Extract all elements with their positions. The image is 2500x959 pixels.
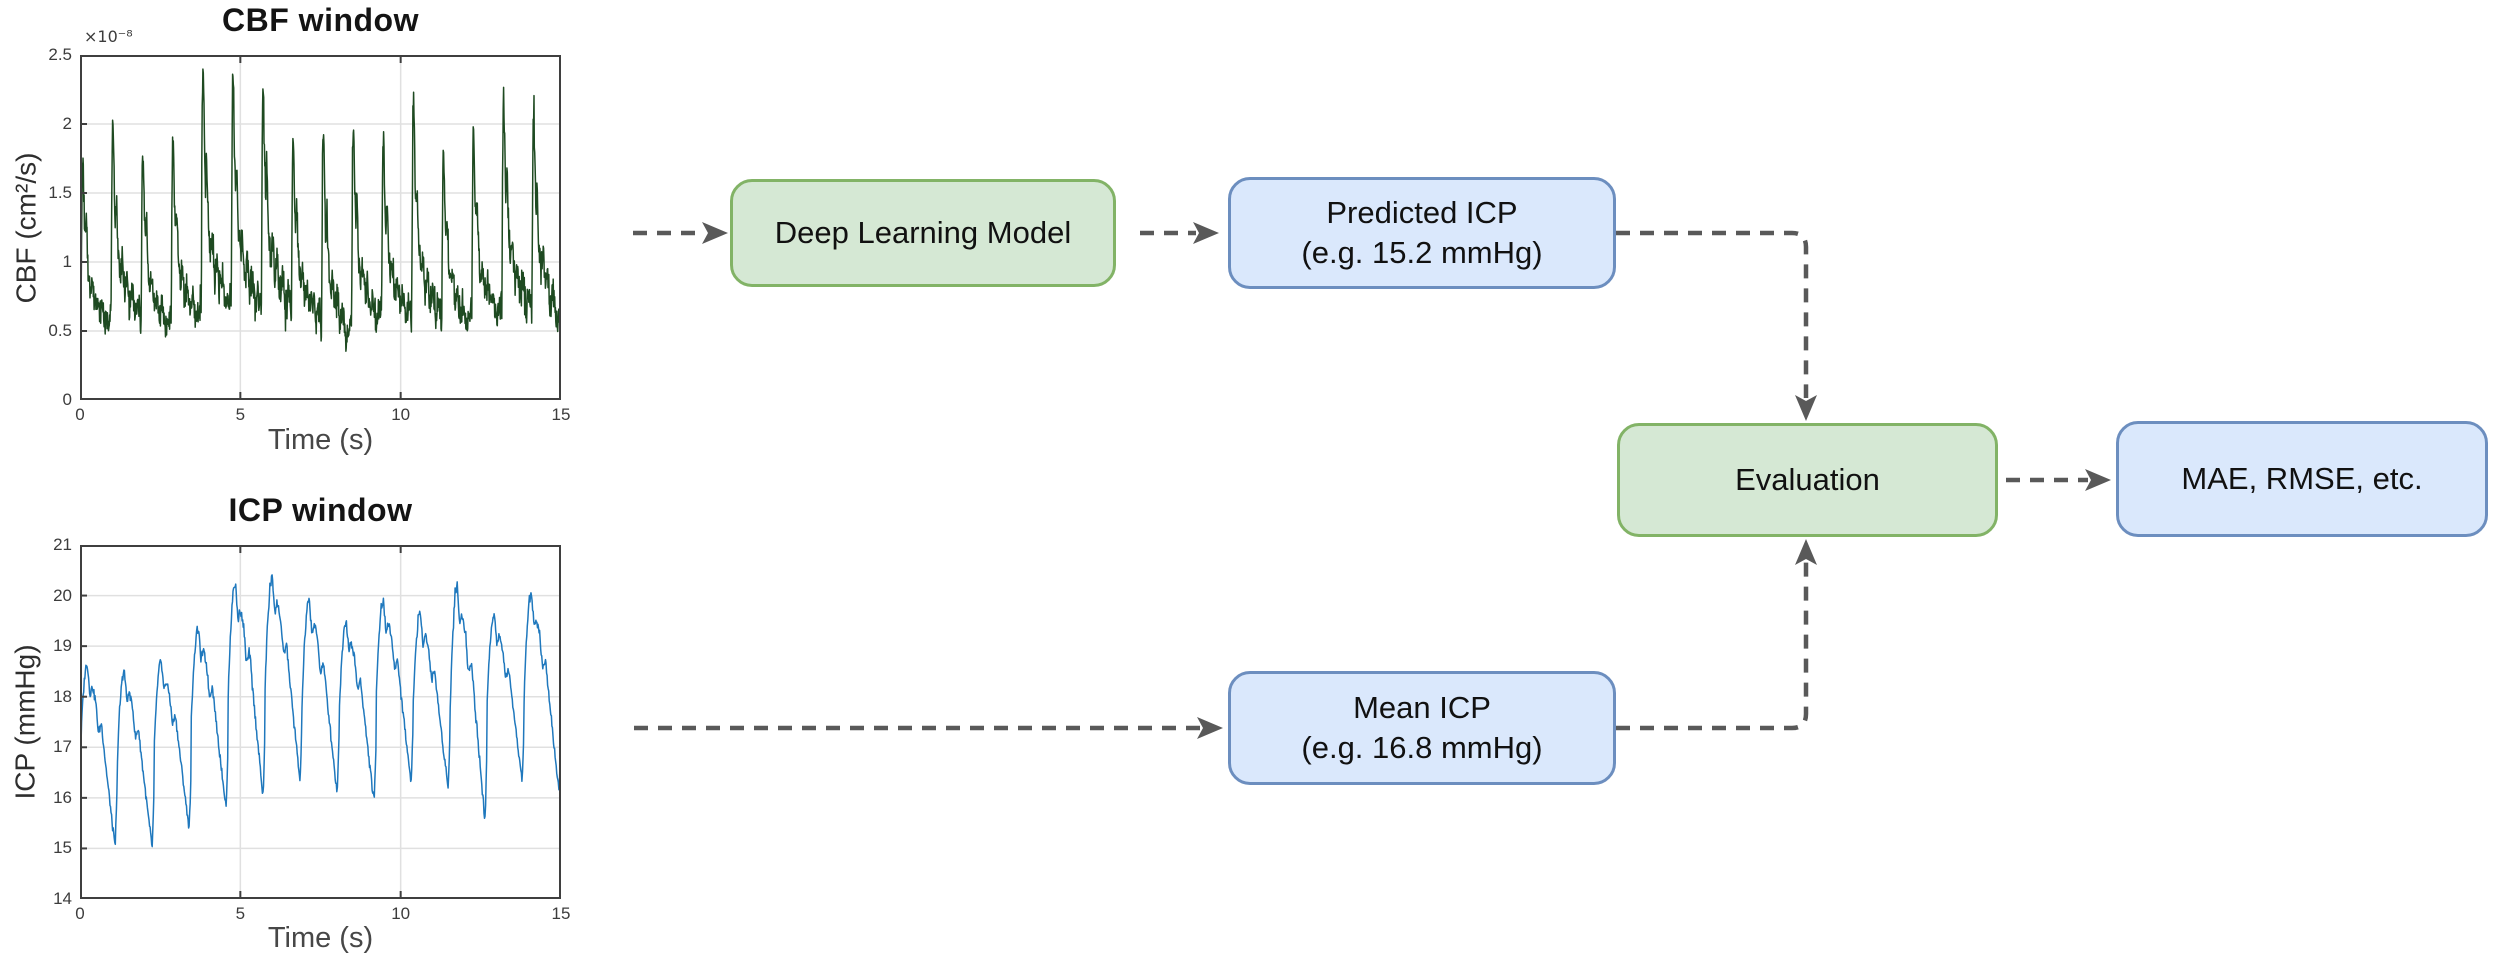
arrow-mean-to-evaluation [1616,539,1817,731]
metrics-box: MAE, RMSE, etc. [2116,421,2488,537]
cbf-x-axis-label: Time (s) [267,424,374,456]
evaluation-label: Evaluation [1735,462,1880,498]
icp-x-ticks: 0 5 10 15 [75,904,571,923]
predicted-icp-label-line2: (e.g. 15.2 mmHg) [1301,235,1543,270]
mean-icp-box: Mean ICP (e.g. 16.8 mmHg) [1228,671,1616,785]
evaluation-box: Evaluation [1617,423,1998,537]
cbf-plot-area [80,55,561,400]
deep-learning-model-label: Deep Learning Model [774,215,1072,251]
icp-plot-area [80,545,561,899]
deep-learning-model-box: Deep Learning Model [730,179,1116,287]
predicted-icp-label-line1: Predicted ICP [1326,195,1518,231]
metrics-label: MAE, RMSE, etc. [2181,461,2423,497]
icp-y-ticks: 21 20 19 18 17 16 15 14 [53,535,72,908]
cbf-chart-title: CBF window [222,2,419,38]
icp-chart-title: ICP window [228,492,413,528]
arrow-predicted-to-evaluation [1616,230,1817,421]
cbf-y-multiplier: ×10⁻⁸ [84,27,133,46]
cbf-x-ticks: 0 5 10 15 [75,405,571,424]
predicted-icp-box: Predicted ICP (e.g. 15.2 mmHg) [1228,177,1616,289]
icp-x-axis-label: Time (s) [267,922,374,954]
cbf-y-ticks: 2.5 2 1.5 1 0.5 0 [48,45,72,409]
mean-icp-label-line1: Mean ICP [1353,690,1491,726]
mean-icp-label-line2: (e.g. 16.8 mmHg) [1301,730,1543,765]
